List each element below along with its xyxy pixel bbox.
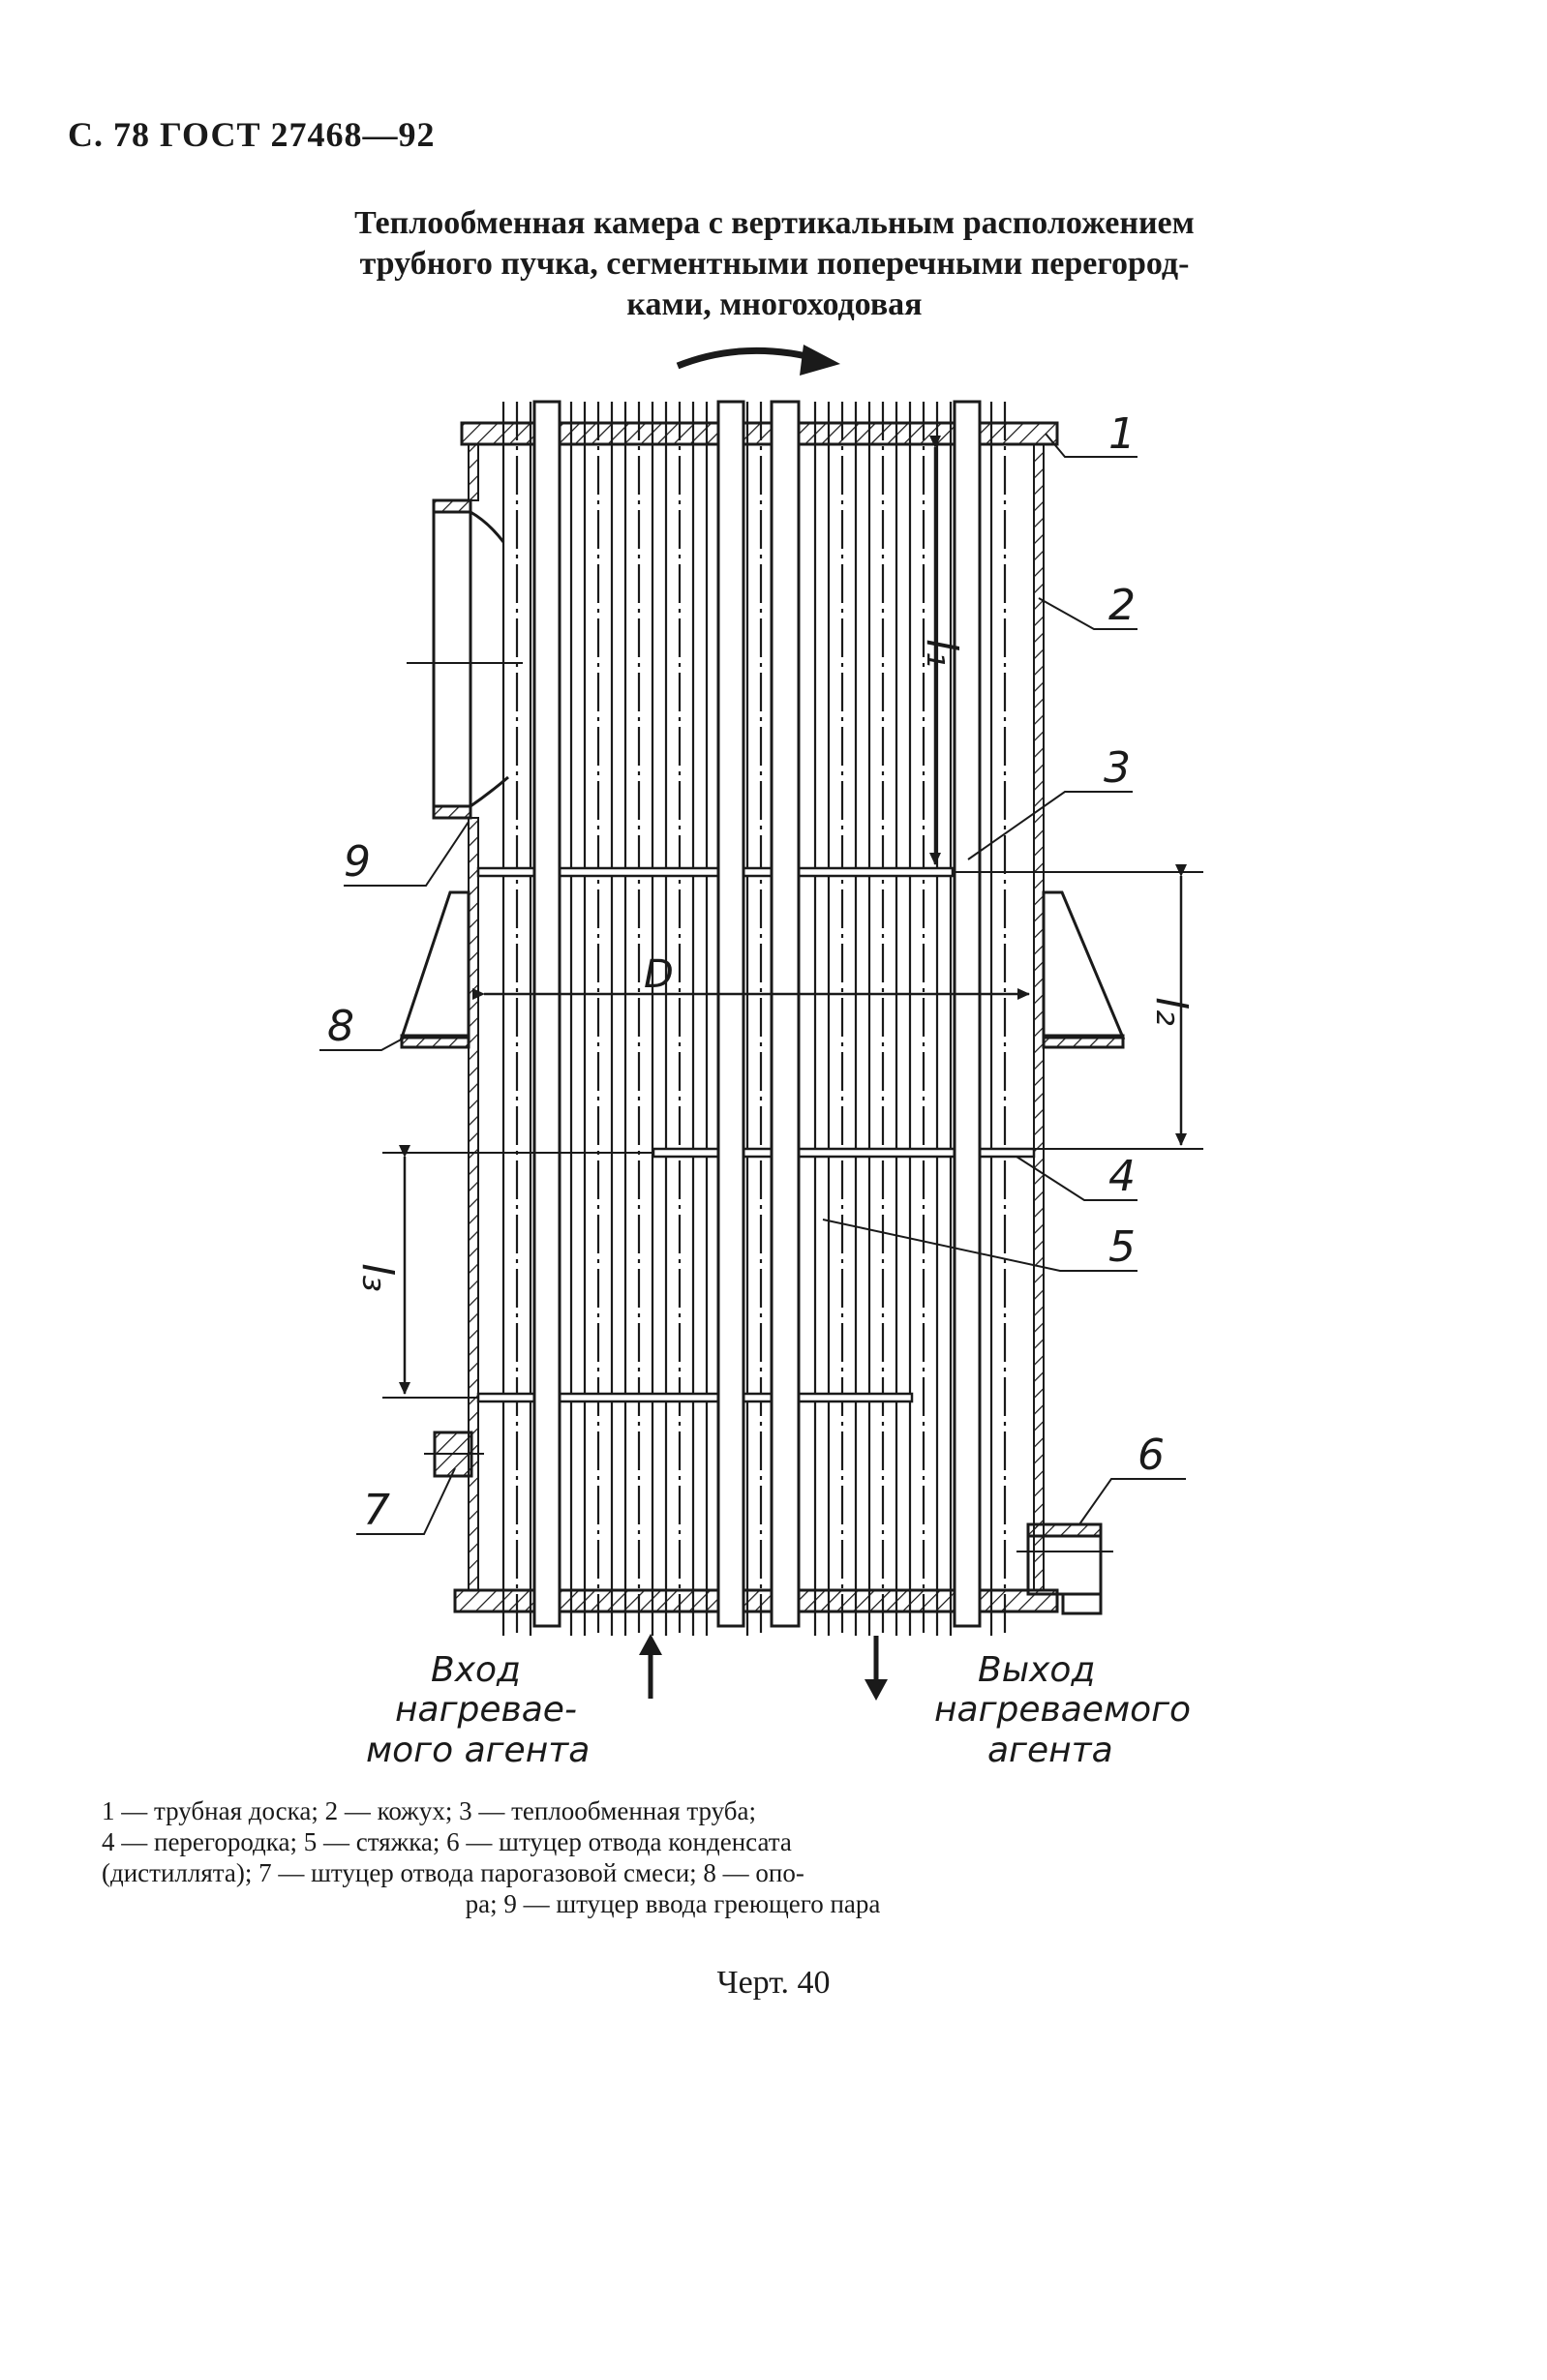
bottom-tube-sheet bbox=[453, 1588, 1059, 1613]
inlet-label-line-1: Вход bbox=[431, 1650, 521, 1690]
callout-4: 4 bbox=[1108, 1152, 1136, 1201]
legend-line-2: 4 — перегородка; 5 — стяжка; 6 — штуцер … bbox=[102, 1827, 792, 1856]
callout-1: 1 bbox=[1108, 409, 1136, 459]
shell-left-upper bbox=[468, 443, 479, 501]
condensate-outlet-nozzle bbox=[1016, 1522, 1113, 1615]
document-title: Теплообменная камера с вертикальным расп… bbox=[290, 203, 1259, 325]
inlet-label-line-3: мого агента bbox=[366, 1731, 590, 1770]
tie-rods bbox=[532, 400, 982, 1628]
callout-6: 6 bbox=[1138, 1431, 1165, 1480]
figure-legend: 1 — трубная доска; 2 — кожух; 3 — теплоо… bbox=[102, 1795, 1244, 1919]
steam-inlet-nozzle bbox=[407, 498, 523, 820]
dimension-l3-label: l₃ bbox=[352, 1263, 402, 1292]
tube-bundle bbox=[501, 402, 1007, 1636]
heat-exchanger-drawing: D l₁ l₂ l₃ 1 2 3 4 5 6 7 8 9 Вход нагрев… bbox=[319, 345, 1203, 1770]
vent-nozzle bbox=[424, 1431, 484, 1478]
inlet-flow-arrowhead bbox=[639, 1634, 662, 1655]
figure-caption: Черт. 40 bbox=[716, 1965, 831, 2001]
callout-3: 3 bbox=[1104, 743, 1131, 793]
page-header: С. 78 ГОСТ 27468—92 bbox=[68, 115, 436, 154]
inlet-label-line-2: нагревае- bbox=[395, 1690, 577, 1730]
outlet-label-line-3: агента bbox=[987, 1731, 1113, 1770]
shell-left-lower bbox=[468, 817, 479, 1591]
callout-5: 5 bbox=[1108, 1222, 1136, 1272]
dimension-l1-label: l₁ bbox=[917, 639, 966, 668]
support-right bbox=[1042, 890, 1126, 1049]
outlet-label-line-2: нагреваемого bbox=[934, 1690, 1191, 1730]
dimension-l2-label: l₂ bbox=[1146, 997, 1196, 1026]
callout-7: 7 bbox=[363, 1486, 390, 1535]
title-line-3: ками, многоходовая bbox=[626, 286, 923, 322]
support-left bbox=[399, 890, 470, 1049]
legend-line-3: (дистиллята); 7 — штуцер отвода парогазо… bbox=[102, 1858, 804, 1887]
callout-8: 8 bbox=[327, 1002, 354, 1051]
title-line-2: трубного пучка, сегментными поперечными … bbox=[359, 246, 1190, 282]
callout-9: 9 bbox=[344, 837, 371, 887]
callout-2: 2 bbox=[1108, 581, 1136, 630]
outlet-flow-arrowhead bbox=[864, 1679, 888, 1701]
top-tube-sheet bbox=[460, 421, 1059, 446]
rotation-arrow bbox=[676, 346, 824, 370]
legend-line-4: ра; 9 — штуцер ввода греющего пара bbox=[465, 1889, 881, 1918]
title-line-1: Теплообменная камера с вертикальным расп… bbox=[354, 205, 1195, 241]
outlet-label-line-1: Выход bbox=[978, 1650, 1095, 1690]
callout-leaders bbox=[319, 433, 1186, 1535]
legend-line-1: 1 — трубная доска; 2 — кожух; 3 — теплоо… bbox=[102, 1796, 757, 1825]
dimension-d-label: D bbox=[644, 952, 674, 997]
rotation-arrowhead bbox=[800, 345, 840, 376]
